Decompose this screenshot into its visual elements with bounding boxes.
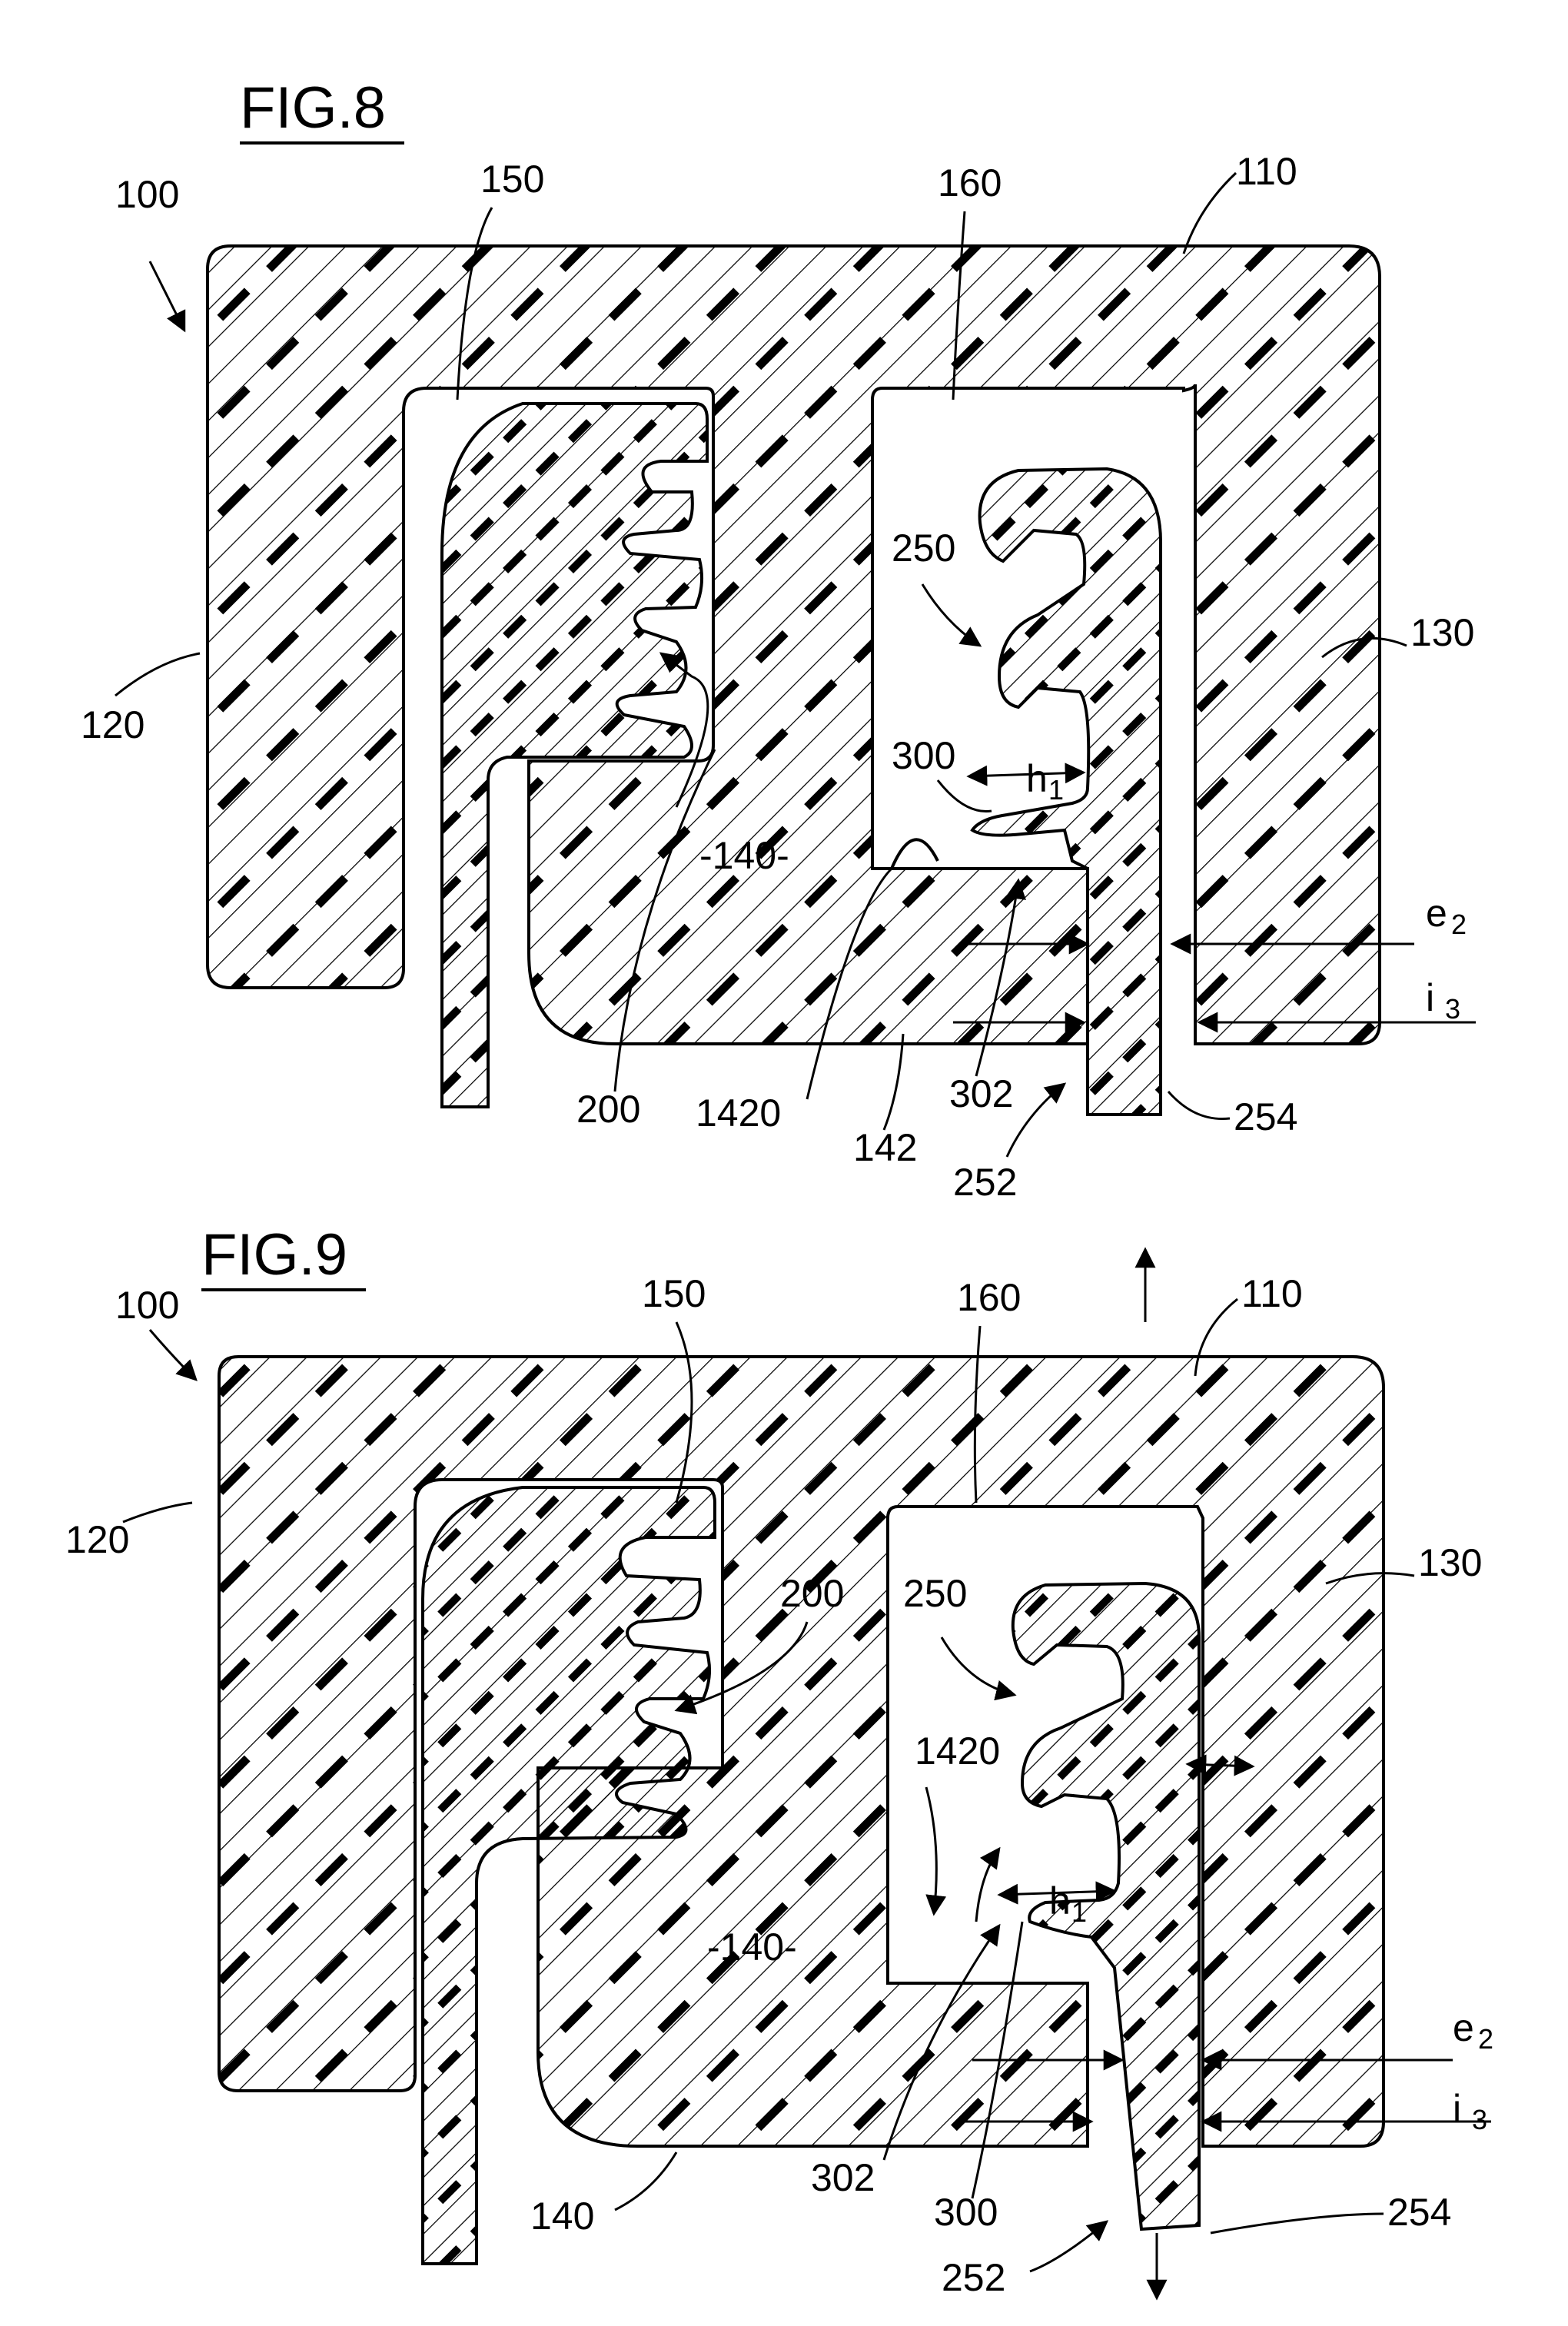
label-300: 300	[892, 734, 955, 777]
label-e2-sub: 2	[1451, 909, 1467, 940]
figure-8: FIG.8 100 150 160 110	[81, 75, 1476, 1204]
label-302-fig9: 302	[811, 2156, 875, 2199]
label-302: 302	[949, 1072, 1013, 1115]
label-1420: 1420	[696, 1092, 781, 1135]
label-150: 150	[480, 158, 544, 201]
label-254-fig9: 254	[1387, 2191, 1451, 2234]
fig8-title: FIG.8	[240, 75, 386, 141]
label-200-fig9: 200	[780, 1572, 844, 1615]
label-252: 252	[953, 1161, 1017, 1204]
label-300-fig9: 300	[934, 2191, 998, 2234]
fig9-body-110	[219, 1357, 1384, 2146]
label-150-fig9: 150	[642, 1272, 706, 1315]
label-h1-sub-fig9: 1	[1071, 1896, 1087, 1928]
label-110-fig9: 110	[1241, 1272, 1303, 1315]
label-e2-sub-fig9: 2	[1478, 2023, 1493, 2055]
label-1420-fig9: 1420	[915, 1730, 1000, 1773]
label-100-fig9: 100	[115, 1284, 179, 1327]
label-252-fig9: 252	[942, 2256, 1005, 2299]
label-i3-sub: 3	[1445, 993, 1460, 1025]
label-h1-sub: 1	[1048, 774, 1064, 806]
fig8-body-110	[208, 246, 1380, 1044]
label-h1: h	[1026, 757, 1048, 800]
fig9-title: FIG.9	[201, 1222, 347, 1288]
label-140: -140-	[699, 834, 789, 877]
label-e2-fig9: e	[1453, 2006, 1474, 2049]
figure-9: FIG.9 100 150 160 110 120 130	[65, 1222, 1493, 2299]
label-i3-fig9: i	[1453, 2087, 1461, 2130]
label-130-fig9: 130	[1418, 1541, 1482, 1584]
label-e2: e	[1426, 892, 1447, 935]
label-250: 250	[892, 527, 955, 570]
label-110: 110	[1236, 150, 1297, 193]
label-254: 254	[1234, 1095, 1297, 1138]
label-160: 160	[938, 161, 1002, 204]
label-i3: i	[1426, 976, 1434, 1019]
fig8-lip-1420	[892, 839, 938, 869]
label-200: 200	[576, 1088, 640, 1131]
label-250-fig9: 250	[903, 1572, 967, 1615]
label-120: 120	[81, 703, 145, 746]
label-120-fig9: 120	[65, 1518, 129, 1561]
label-142: 142	[853, 1126, 917, 1169]
label-100: 100	[115, 173, 179, 216]
label-130: 130	[1410, 611, 1474, 654]
label-140-fig9: -140-	[707, 1926, 797, 1969]
label-140b-fig9: 140	[530, 2195, 594, 2238]
label-i3-sub-fig9: 3	[1472, 2104, 1487, 2135]
label-h1-fig9: h	[1049, 1879, 1071, 1922]
label-160-fig9: 160	[957, 1276, 1021, 1319]
